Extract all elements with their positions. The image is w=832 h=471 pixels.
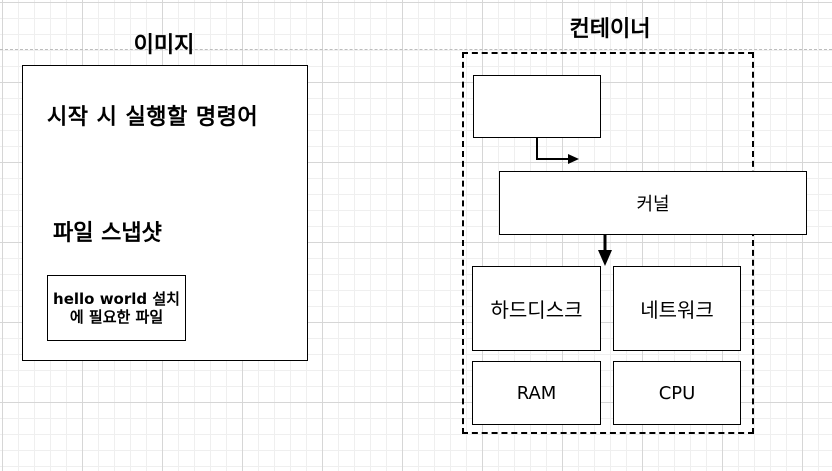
network-box: 네트워크 [613,266,741,351]
ram-box: RAM [472,361,601,425]
container-title: 컨테이너 [569,17,651,42]
container-boundary [462,52,754,434]
install-files-box: hello world 설치에 필요한 파일 [47,275,186,341]
hard-disk-box: 하드디스크 [472,266,601,351]
kernel-box: 커널 [499,171,807,235]
top-guide-line [0,49,832,50]
cpu-box: CPU [613,361,741,425]
file-snapshot-text: 파일 스냅샷 [53,221,162,246]
empty-process-box [473,75,601,138]
startup-command-text: 시작 시 실행할 명령어 [47,105,259,130]
image-title: 이미지 [133,33,195,58]
